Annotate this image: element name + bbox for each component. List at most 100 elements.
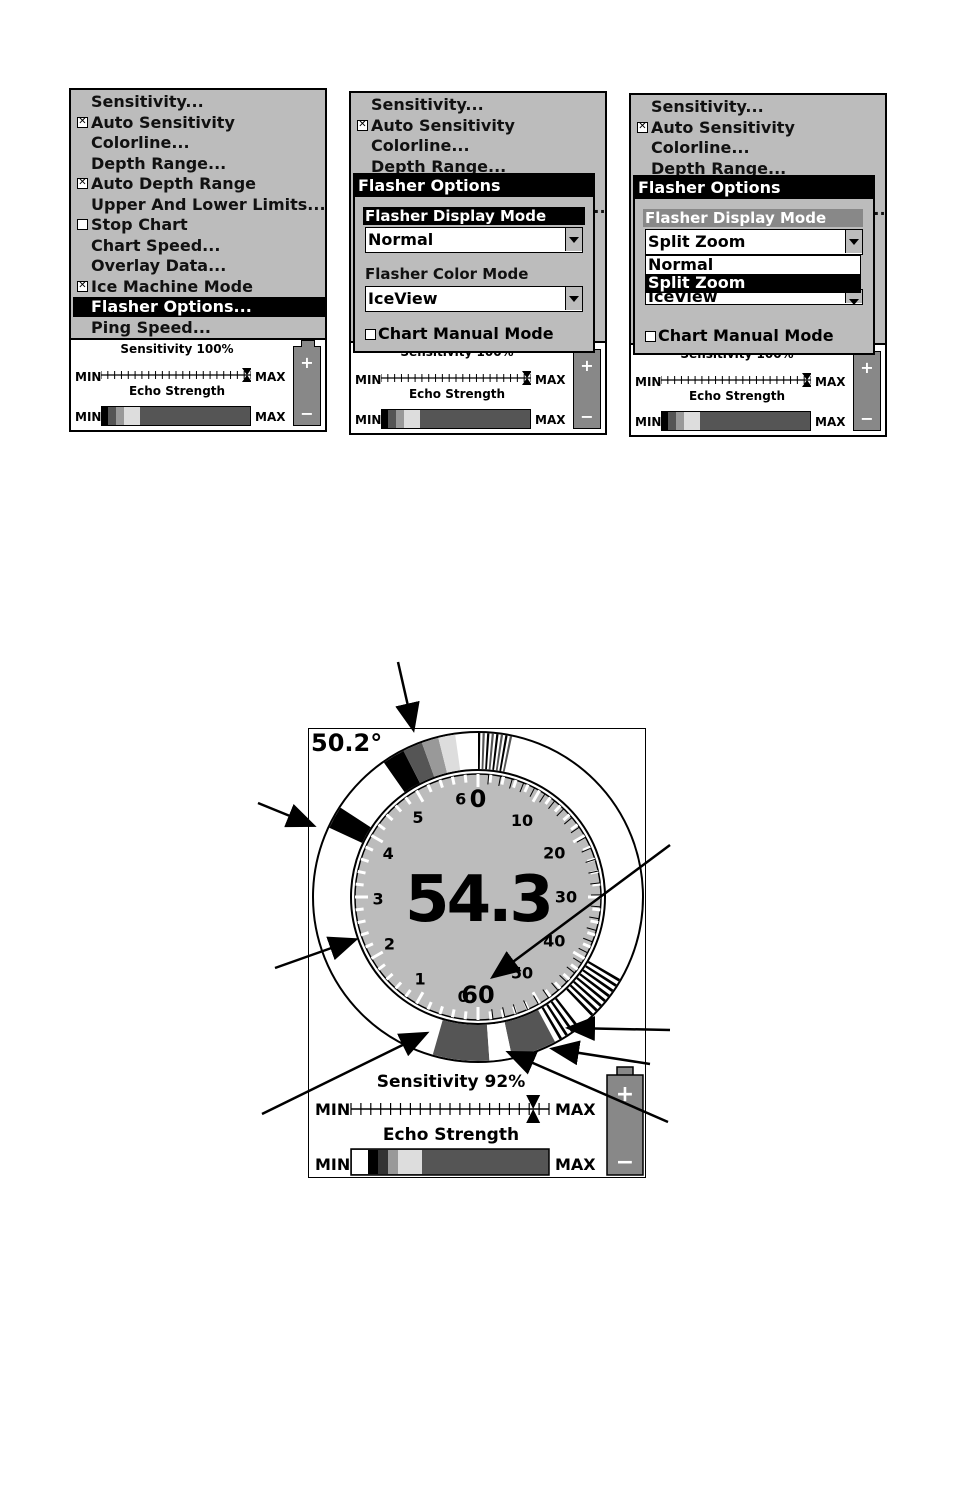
slider-max-label: MAX (535, 373, 566, 387)
menu-item[interactable]: Flasher Options... (73, 297, 325, 317)
chart-manual-mode-checkbox[interactable]: Chart Manual Mode (365, 324, 554, 343)
zoom-scale-label: 3 (372, 889, 383, 908)
zoom-scale-label: 2 (384, 934, 395, 953)
menu-item-label: Auto Depth Range (91, 174, 256, 193)
zoom-out-button[interactable]: − (300, 404, 314, 423)
zoom-in-button[interactable]: + (616, 1082, 634, 1107)
color-mode-dropdown[interactable]: IceView (365, 286, 583, 312)
checkbox-icon[interactable] (365, 329, 376, 340)
menu-item[interactable]: Colorline... (353, 136, 605, 156)
color-mode-value: IceView (368, 289, 438, 308)
echo-max-label: MAX (535, 413, 566, 427)
menu-item-label: Stop Chart (91, 215, 188, 234)
slider-min-label: MIN (355, 373, 382, 387)
zoom-out-button[interactable]: − (580, 407, 594, 426)
menu-item-label: Chart Speed... (91, 235, 221, 255)
zoom-in-button[interactable]: + (300, 353, 314, 372)
display-mode-options-list[interactable]: Normal Split Zoom (645, 255, 861, 293)
checkbox-icon[interactable]: ✕ (357, 118, 368, 131)
menu-item[interactable]: Depth Range... (73, 153, 325, 174)
display-mode-dropdown[interactable]: Normal (365, 227, 583, 253)
menu-item-label: Auto Sensitivity (651, 117, 795, 137)
status-panel: Sensitivity 100% MIN MAX Echo Strength M… (71, 338, 325, 430)
menu-item[interactable]: ✕Auto Sensitivity (633, 117, 885, 138)
echo-min-label: MIN (355, 413, 382, 427)
echo-strength-label: Echo Strength (408, 387, 506, 401)
menu-item[interactable]: Upper And Lower Limits... (73, 195, 325, 215)
zoom-out-button[interactable]: − (616, 1150, 634, 1175)
checkbox-icon[interactable] (77, 219, 88, 230)
display-mode-dropdown[interactable]: Split Zoom (645, 229, 863, 255)
zoom-control[interactable]: +− (293, 340, 321, 426)
menu-item[interactable]: Ping Speed... (73, 318, 325, 338)
sensitivity-slider[interactable] (350, 1095, 550, 1123)
zoom-in-button[interactable]: + (580, 356, 594, 375)
menu-item[interactable]: Colorline... (633, 138, 885, 158)
checkbox-icon[interactable] (645, 331, 656, 342)
zoom-in-button[interactable]: + (860, 358, 874, 377)
status-panel: Sensitivity 100% MIN MAX Echo Strength M… (351, 341, 605, 433)
sensitivity-slider[interactable] (101, 368, 251, 382)
option-split-zoom[interactable]: Split Zoom (646, 274, 860, 292)
echo-min-label: MIN (635, 415, 662, 429)
chevron-down-icon[interactable] (565, 228, 582, 251)
option-normal[interactable]: Normal (648, 255, 714, 274)
slider-min-label: MIN (75, 370, 102, 384)
menu-item[interactable]: Colorline... (73, 133, 325, 153)
menu-item[interactable]: Depth Range... (633, 159, 885, 179)
menu-item[interactable]: Sensitivity... (73, 92, 325, 112)
menu-item[interactable]: Chart Speed... (73, 235, 325, 256)
zoom-out-button[interactable]: − (860, 409, 874, 428)
menu-item[interactable]: ✕Auto Sensitivity (73, 112, 325, 133)
checkbox-icon[interactable]: ✕ (77, 279, 88, 292)
dialog-title: Flasher Options (355, 175, 593, 197)
color-mode-label: Flasher Color Mode (365, 265, 529, 283)
slider-min-label: MIN (315, 1100, 350, 1119)
echo-min-label: MIN (315, 1155, 350, 1174)
chevron-down-icon[interactable] (565, 287, 582, 310)
chevron-down-icon[interactable] (845, 290, 862, 305)
menu-item[interactable]: Depth Range... (353, 157, 605, 177)
chevron-down-icon[interactable] (845, 230, 862, 253)
chart-manual-mode-checkbox[interactable]: Chart Manual Mode (645, 326, 834, 345)
depth-scale-label: 0 (470, 785, 487, 813)
menu-item[interactable]: Sensitivity... (353, 95, 605, 115)
dialog-title: Flasher Options (635, 177, 873, 199)
zoom-scale-label: 5 (412, 808, 423, 827)
echo-max-label: MAX (815, 415, 846, 429)
slider-max-label: MAX (815, 375, 846, 389)
depth-readout: 54.3 (405, 863, 551, 937)
zoom-control[interactable]: +− (853, 345, 881, 431)
menu-item[interactable]: ✕Ice Machine Mode (73, 277, 325, 297)
display-mode-value: Normal (368, 230, 434, 249)
menu-item-label: Overlay Data... (91, 256, 227, 275)
status-panel: Sensitivity 100% MIN MAX Echo Strength M… (631, 343, 885, 435)
menu-item-label: Auto Sensitivity (371, 115, 515, 135)
checkbox-icon[interactable]: ✕ (637, 120, 648, 133)
echo-max-label: MAX (555, 1155, 596, 1174)
menu-item[interactable]: Stop Chart (73, 215, 325, 235)
checkbox-icon[interactable]: ✕ (77, 177, 88, 189)
menu-item-label: Sensitivity... (651, 97, 764, 116)
sensitivity-slider[interactable] (381, 371, 531, 385)
menu-item[interactable]: Sensitivity... (633, 97, 885, 117)
menu-item[interactable]: ✕Auto Depth Range (73, 174, 325, 194)
checkbox-icon[interactable]: ✕ (77, 115, 88, 128)
depth-scale-label: 50 (511, 964, 533, 983)
menu-item[interactable]: Overlay Data... (73, 256, 325, 276)
menu-item-label: Depth Range... (91, 153, 227, 173)
flasher-options-dialog: Flasher Options Flasher Display Mode Spl… (633, 175, 875, 355)
sensitivity-slider[interactable] (661, 373, 811, 387)
menu-item-label: Colorline... (371, 136, 470, 155)
echo-strength-label: Echo Strength (383, 1125, 519, 1145)
menu-item-label: Auto Sensitivity (91, 112, 235, 132)
zoom-control[interactable]: +− (573, 343, 601, 429)
echo-strength-bar (381, 409, 531, 429)
menu-item-label: Flasher Options... (91, 297, 252, 316)
zoom-control[interactable]: + − (606, 1066, 644, 1176)
menu-item[interactable]: ✕Auto Sensitivity (353, 115, 605, 136)
